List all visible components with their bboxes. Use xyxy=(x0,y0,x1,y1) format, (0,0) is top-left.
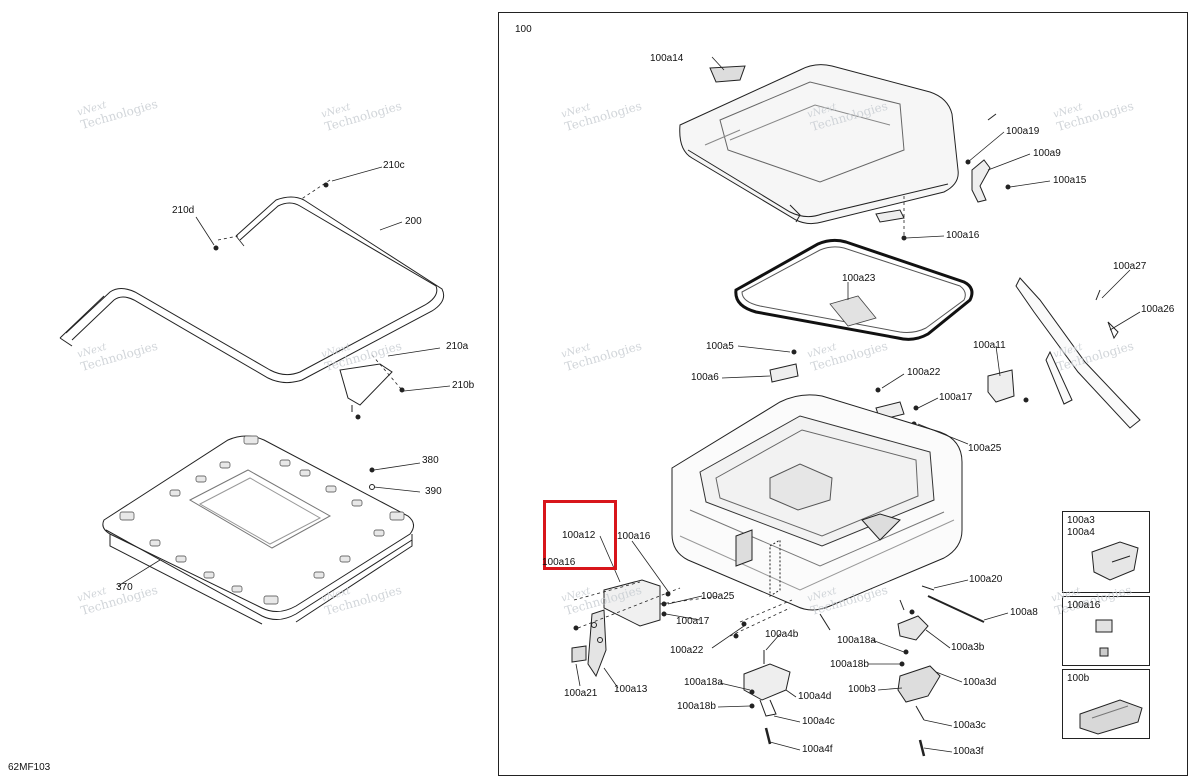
callout-100a16-mid: 100a16 xyxy=(617,531,651,542)
callout-100a3b: 100a3b xyxy=(951,642,985,653)
callout-210b: 210b xyxy=(452,380,475,391)
callout-100a12: 100a12 xyxy=(562,530,596,541)
callout-100a25-right: 100a25 xyxy=(968,443,1002,454)
inset-100b xyxy=(1062,669,1150,739)
callout-100a3f: 100a3f xyxy=(953,746,984,757)
callout-100a3d: 100a3d xyxy=(963,677,997,688)
callout-100a21: 100a21 xyxy=(564,688,598,699)
callout-100a14: 100a14 xyxy=(650,53,684,64)
inset-label-100b: 100b xyxy=(1067,673,1090,684)
callout-100a19: 100a19 xyxy=(1006,126,1040,137)
callout-210a: 210a xyxy=(446,341,469,352)
callout-100a27: 100a27 xyxy=(1113,261,1147,272)
callout-100a22-right: 100a22 xyxy=(907,367,941,378)
callout-100a4b: 100a4b xyxy=(765,629,799,640)
callout-100a6: 100a6 xyxy=(691,372,719,383)
callout-100a17-left: 100a17 xyxy=(676,616,710,627)
inset-label-100a4: 100a4 xyxy=(1067,527,1095,538)
callout-100a15: 100a15 xyxy=(1053,175,1087,186)
callout-100a5: 100a5 xyxy=(706,341,734,352)
callout-100a4c: 100a4c xyxy=(802,716,835,727)
strap xyxy=(1015,277,1141,429)
callout-100a4f: 100a4f xyxy=(802,744,833,755)
callout-210c: 210c xyxy=(383,160,405,171)
highlight-box-100a12 xyxy=(543,500,617,570)
storage-lid xyxy=(679,64,959,225)
callout-100a25-left: 100a25 xyxy=(701,591,735,602)
callout-100a18a-right: 100a18a xyxy=(837,635,876,646)
side-bracket-assembly xyxy=(571,579,661,678)
callout-100a16-top: 100a16 xyxy=(946,230,980,241)
callout-100a3c: 100a3c xyxy=(953,720,986,731)
inset-latch-100a3 xyxy=(1062,511,1150,593)
callout-100a16-left: 100a16 xyxy=(542,557,576,568)
callout-380: 380 xyxy=(422,455,439,466)
lid-seal xyxy=(734,238,974,341)
latch-100a4 xyxy=(743,650,791,745)
callout-100a13: 100a13 xyxy=(614,684,648,695)
callout-100a18b-right: 100a18b xyxy=(830,659,869,670)
callout-100a26: 100a26 xyxy=(1141,304,1175,315)
deck-plate-370 xyxy=(102,435,414,625)
callout-100b3: 100b3 xyxy=(848,684,876,695)
rack-frame-200 xyxy=(59,196,445,412)
callout-210d: 210d xyxy=(172,205,195,216)
inset-100a16 xyxy=(1062,596,1150,666)
inset-label-100a3: 100a3 xyxy=(1067,515,1095,526)
callout-390: 390 xyxy=(425,486,442,497)
callout-100a18a-left: 100a18a xyxy=(684,677,723,688)
latch-100a3 xyxy=(897,585,985,757)
callout-100a17-right: 100a17 xyxy=(939,392,973,403)
callout-100a23: 100a23 xyxy=(842,273,876,284)
figure-code: 62MF103 xyxy=(8,762,51,773)
callout-100a20: 100a20 xyxy=(969,574,1003,585)
callout-370: 370 xyxy=(116,582,133,593)
callout-100a18b-left: 100a18b xyxy=(677,701,716,712)
callout-100a22-left: 100a22 xyxy=(670,645,704,656)
callout-100a8: 100a8 xyxy=(1010,607,1038,618)
assembly-ref-100: 100 xyxy=(515,24,532,35)
callout-100a4d: 100a4d xyxy=(798,691,832,702)
callout-100a11: 100a11 xyxy=(973,340,1006,351)
inset-label-100a16: 100a16 xyxy=(1067,600,1101,611)
callout-100a9: 100a9 xyxy=(1033,148,1061,159)
main-assembly-frame xyxy=(498,12,1188,776)
callout-200: 200 xyxy=(405,216,422,227)
storage-box-body xyxy=(671,394,963,631)
